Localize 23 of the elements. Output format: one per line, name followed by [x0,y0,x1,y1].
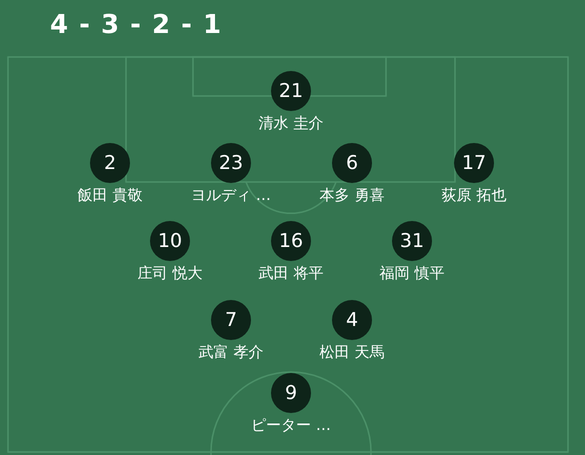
player-name: 庄司 悦大 [138,264,202,283]
formation-title: 4 - 3 - 2 - 1 [50,10,222,40]
player-number-marker: 2 [90,143,130,183]
player-name: ヨルディ … [191,186,271,205]
player-number-marker: 4 [332,300,372,340]
player-number-marker: 9 [271,373,311,413]
player-name: ピーター … [251,416,331,435]
player-number-marker: 23 [211,143,251,183]
player-name: 荻原 拓也 [442,186,506,205]
player-number-marker: 31 [392,221,432,261]
player-name: 武富 孝介 [198,343,264,362]
player-number-marker: 16 [271,221,311,261]
player-number-marker: 17 [454,143,494,183]
player-name: 清水 圭介 [258,114,324,133]
player-number-marker: 6 [332,143,372,183]
player-number-marker: 10 [150,221,190,261]
player-name: 武田 将平 [258,264,324,283]
player-number-marker: 21 [271,71,311,111]
player-name: 松田 天馬 [320,343,384,362]
player-number-marker: 7 [211,300,251,340]
player-name: 本多 勇喜 [320,186,384,205]
player-name: 飯田 貴敬 [78,186,142,205]
player-name: 福岡 慎平 [380,264,444,283]
